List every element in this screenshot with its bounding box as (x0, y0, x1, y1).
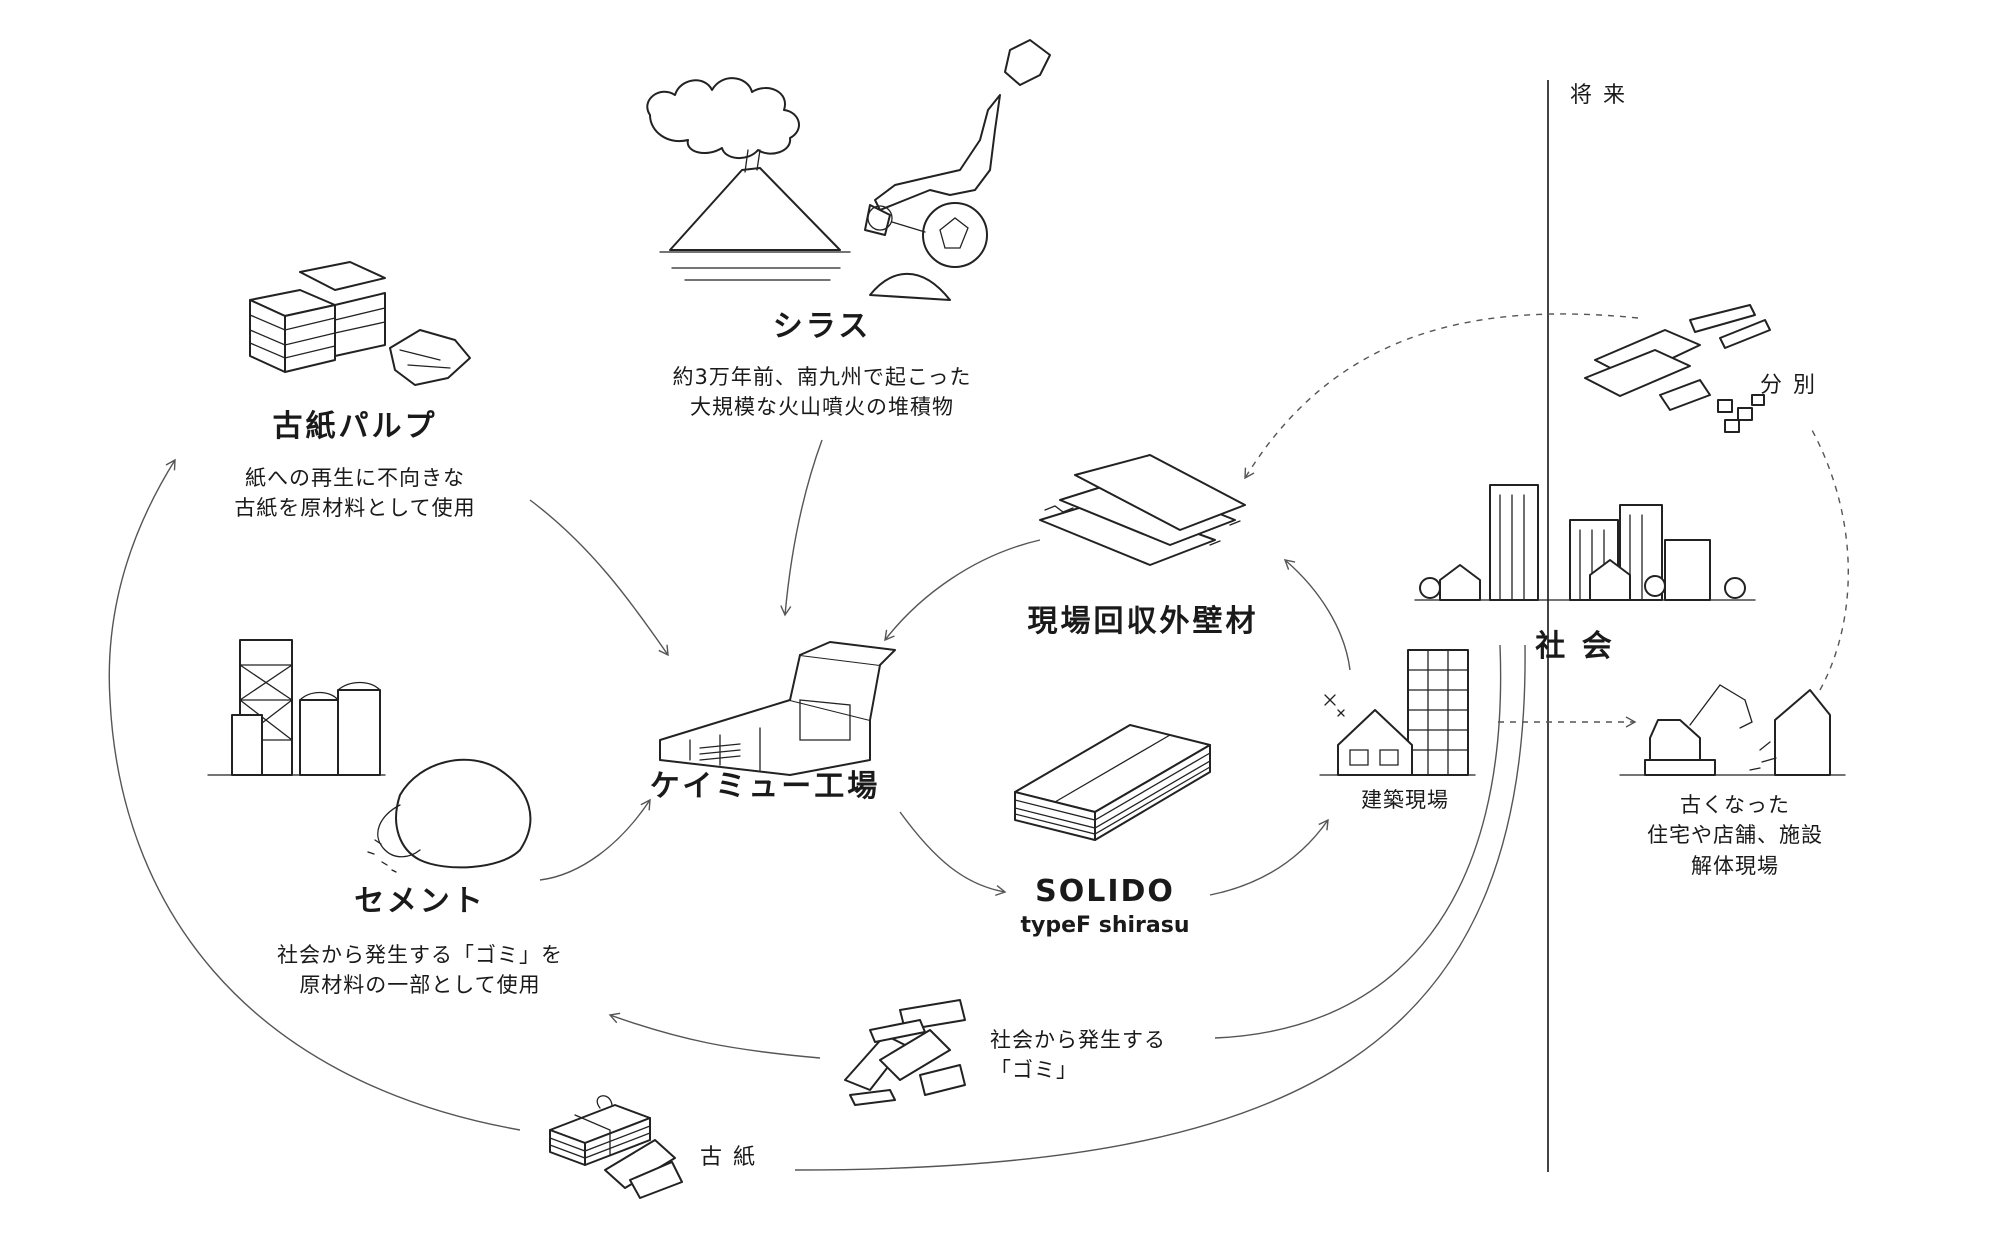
solido-title: SOLIDO (1035, 874, 1175, 909)
demolition-line-1: 古くなった (1680, 793, 1790, 817)
factory-title: ケイミュー工場 (649, 769, 881, 804)
arrow-demolition-to-separation (1812, 430, 1848, 690)
recovered-siding-title: 現場回収外壁材 (1027, 604, 1259, 639)
cement-sack-illustration (368, 760, 530, 872)
cement-desc-line-2: 原材料の一部として使用 (299, 973, 541, 998)
solido-boards-illustration (1015, 725, 1210, 840)
city-society-illustration (1415, 485, 1755, 600)
arrow-separation-to-recovered (1245, 314, 1638, 478)
arrow-recovered-to-factory (885, 540, 1040, 640)
trash-description: 社会から発生する 「ゴミ」 (990, 1025, 1166, 1086)
shirasu-title: シラス (772, 309, 872, 344)
demolition-site-illustration (1620, 685, 1845, 775)
arrow-construction-to-recovered (1285, 560, 1350, 670)
paper-pulp-desc-line-2: 古紙を原材料として使用 (234, 496, 476, 521)
shirasu-desc-line-1: 約3万年前、南九州で起こった (672, 365, 972, 389)
demolition-line-2: 住宅や店舗、施設 (1647, 823, 1823, 848)
society-title: 社 会 (1535, 629, 1615, 664)
arrow-society-to-trash (610, 645, 1501, 1058)
paper-pulp-bales-illustration (250, 262, 470, 385)
cement-plant-illustration (208, 640, 385, 775)
solido-subtitle: typeF shirasu (1020, 913, 1190, 938)
paper-pulp-title: 古紙パルプ (272, 409, 438, 444)
shirasu-desc-line-2: 大規模な火山噴火の堆積物 (689, 395, 954, 420)
volcano-illustration (647, 78, 850, 280)
future-label: 将 来 (1570, 83, 1627, 108)
sorted-materials-illustration (1585, 305, 1770, 432)
arrow-shirasu-to-factory (785, 440, 822, 615)
cement-description: 社会から発生する「ゴミ」を 原材料の一部として使用 (277, 940, 563, 1001)
old-paper-title: 古 紙 (700, 1145, 757, 1170)
old-paper-illustration (550, 1096, 682, 1198)
cement-desc-line-1: 社会から発生する「ゴミ」を (277, 943, 563, 967)
trash-line-2: 「ゴミ」 (990, 1058, 1078, 1083)
arrow-cement-to-factory (540, 800, 650, 880)
demolition-line-3: 解体現場 (1691, 853, 1779, 878)
trash-line-1: 社会から発生する (990, 1028, 1166, 1052)
trash-illustration (845, 1000, 965, 1105)
paper-pulp-desc-line-1: 紙への再生に不向きな (245, 466, 465, 490)
arrow-pulp-to-factory (530, 500, 668, 655)
flow-arrows (109, 314, 1848, 1170)
construction-site-illustration (1320, 650, 1475, 775)
construction-site-title: 建築現場 (1361, 788, 1449, 812)
demolition-description: 古くなった 住宅や店舗、施設 解体現場 (1647, 790, 1823, 881)
separation-title: 分 別 (1760, 373, 1817, 398)
arrow-factory-to-solido (900, 812, 1005, 892)
shirasu-description: 約3万年前、南九州で起こった 大規模な火山噴火の堆積物 (673, 362, 972, 423)
recovered-siding-illustration (1040, 455, 1245, 565)
arrow-old-paper-to-pulp (109, 460, 1525, 1170)
factory-illustration (660, 642, 895, 775)
cement-title: セメント (354, 884, 486, 919)
paper-pulp-description: 紙への再生に不向きな 古紙を原材料として使用 (234, 463, 475, 524)
japan-map-illustration (865, 40, 1050, 300)
arrow-solido-to-construction (1210, 820, 1328, 895)
